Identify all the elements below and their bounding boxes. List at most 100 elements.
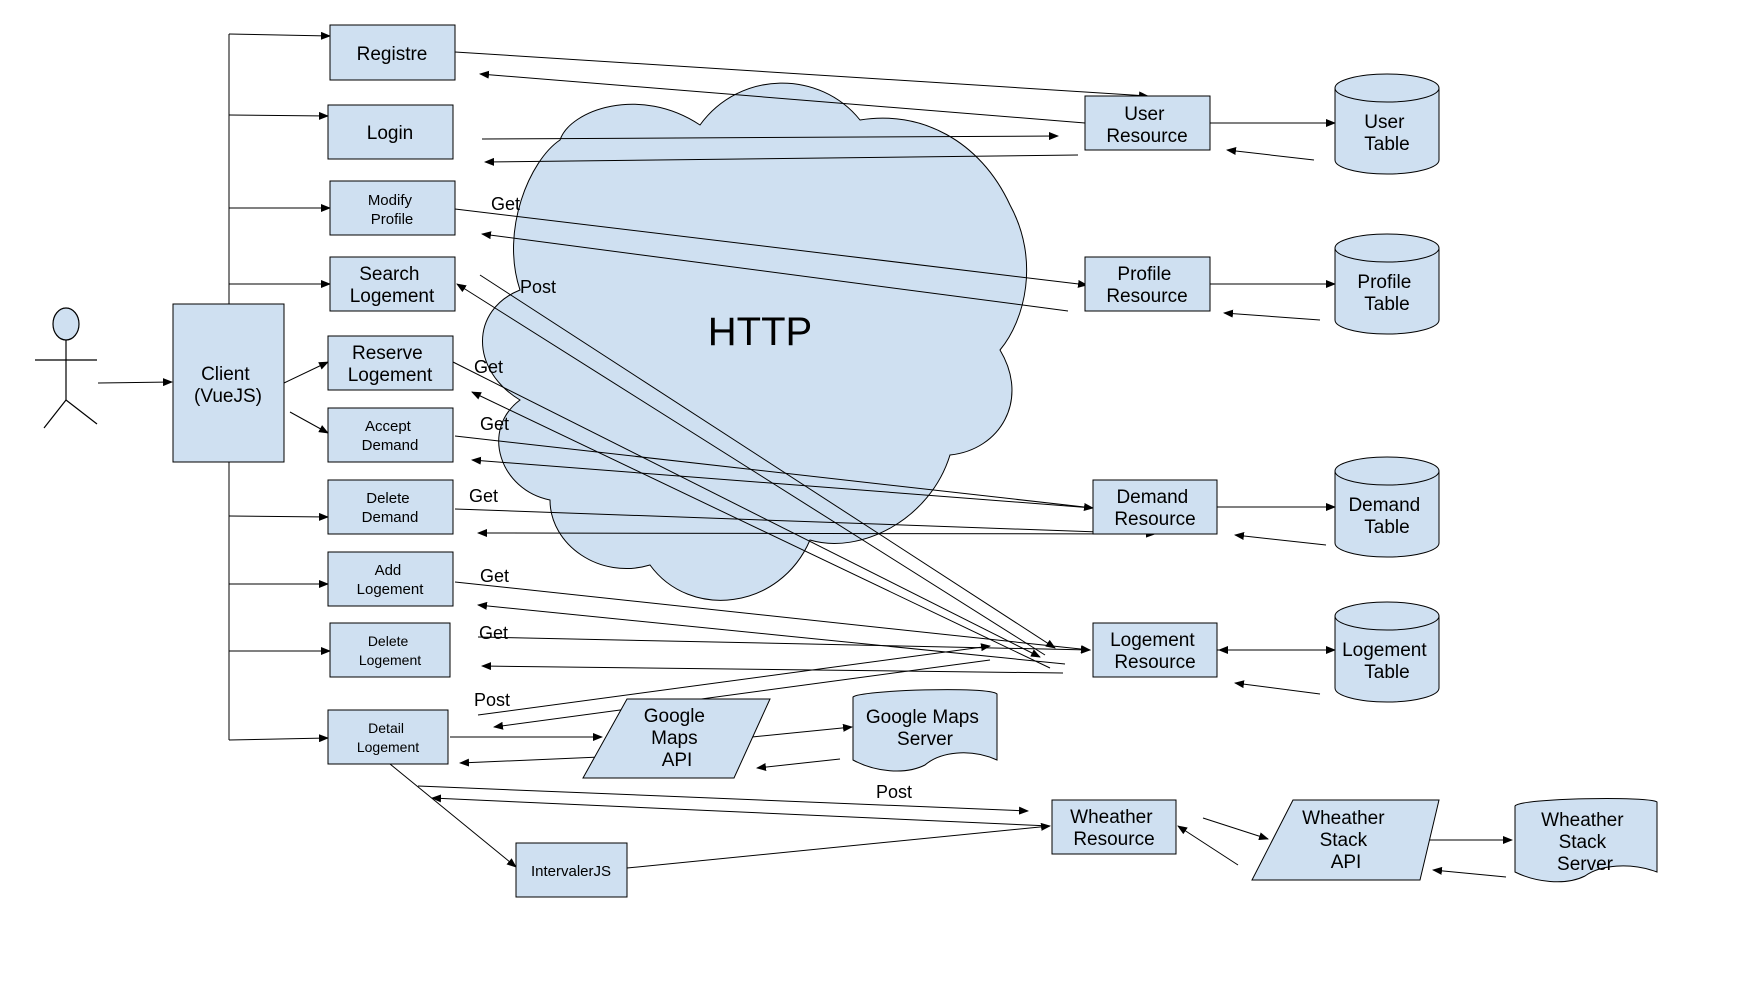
action-label-line: Detail (368, 720, 404, 736)
action-node-modify-profile: Modify Profile (329, 180, 456, 236)
api-label-line: API (662, 750, 693, 771)
api-label-line: Wheather (1302, 808, 1385, 829)
svg-text:Logement Table: Logement Table (1342, 640, 1432, 683)
api-label-line: Stack (1320, 830, 1368, 851)
actor-figure (35, 307, 98, 429)
action-label-line: Modify (368, 192, 413, 209)
action-label-line: Delete (368, 633, 409, 649)
svg-text:Login: Login (367, 123, 414, 144)
action-label-line: Add (375, 562, 402, 579)
action-node-detail-logement: Detail Logement (327, 709, 449, 765)
resource-node-user: User Resource (1084, 95, 1211, 151)
resource-label-line: User (1124, 104, 1165, 125)
action-node-delete-logement: Delete Logement (329, 622, 451, 678)
resource-label-line: Profile (1117, 264, 1171, 285)
resource-node-profile: Profile Resource (1084, 256, 1211, 312)
table-label-line: Table (1364, 294, 1409, 315)
table-label-line: User (1364, 112, 1405, 133)
server-label-line: Server (1557, 854, 1614, 875)
action-label-line: Registre (357, 44, 428, 65)
table-node-profile: Profile Table (1334, 233, 1440, 335)
api-node-weather-stack: Wheather Stack API (1251, 799, 1440, 881)
server-label-line: Wheather (1541, 810, 1624, 831)
intervaljs-node: IntervalerJS (515, 842, 628, 898)
svg-text:Demand Table: Demand Table (1348, 495, 1425, 538)
table-label-line: Table (1364, 517, 1409, 538)
database-icon (1334, 601, 1440, 703)
server-node-google-maps: Google Maps Server (852, 689, 998, 772)
action-label-line: Profile (371, 211, 414, 228)
server-icon (1514, 798, 1658, 883)
svg-text:Demand Resource: Demand Resource (1114, 487, 1195, 530)
table-node-logement: Logement Table (1334, 601, 1440, 703)
resource-label-line: Resource (1114, 509, 1195, 530)
api-label-line: API (1331, 852, 1362, 873)
resource-node-demand: Demand Resource (1092, 479, 1218, 535)
resource-label-line: Resource (1114, 652, 1195, 673)
resource-node-logement: Logement Resource (1092, 622, 1218, 678)
edge-label-weather-post: Post (876, 782, 912, 802)
cloud-label: HTTP (708, 310, 812, 354)
action-label-line: Accept (365, 418, 412, 435)
svg-text:Google Maps Server: Google Maps Server (866, 707, 984, 750)
action-label-line: Delete (366, 490, 409, 507)
edge-label-reserve-get: Get (474, 357, 503, 377)
action-node-reserve-logement: Reserve Logement (327, 335, 454, 391)
action-node-accept-demand: Accept Demand (327, 407, 454, 463)
api-label-line: Maps (651, 728, 697, 749)
svg-text:Delete Demand: Delete Demand (362, 490, 419, 526)
server-label-line: Stack (1559, 832, 1607, 853)
svg-text:Wheather Stack Ser: Wheather Stack Server (1541, 810, 1629, 875)
action-label-line: Logement (350, 286, 435, 307)
action-node-delete-demand: Delete Demand (327, 479, 454, 535)
client-label-line: (VueJS) (194, 386, 262, 407)
edge-label-accept-get: Get (480, 414, 509, 434)
svg-text:Logement Resource: Logement Resource (1110, 630, 1200, 673)
api-node-google-maps: Google Maps API (582, 698, 771, 779)
server-icon (852, 689, 998, 772)
table-node-user: User Table (1334, 73, 1440, 175)
edge-label-delete-demand-get: Get (469, 486, 498, 506)
action-label-line: Reserve (352, 343, 423, 364)
svg-text:Reserve Logement: Reserve Logement (348, 343, 433, 386)
action-label-line: Login (367, 123, 414, 144)
edge-label-detail-post: Post (474, 690, 510, 710)
svg-text:Profile Table: Profile Table (1357, 272, 1416, 315)
svg-text:Add Logement: Add Logement (357, 562, 425, 598)
edge-labels: Get Post Get Get Get Get Get Post Post (469, 194, 912, 802)
resource-label-line: Wheather (1070, 807, 1153, 828)
table-label-line: Logement (1342, 640, 1427, 661)
table-label-line: Table (1364, 662, 1409, 683)
server-label-line: Google Maps (866, 707, 979, 728)
database-icon (1334, 456, 1440, 558)
server-node-weather-stack: Wheather Stack Server (1514, 798, 1658, 883)
svg-text:User Resource: User Resource (1106, 104, 1187, 147)
table-node-demand: Demand Table (1334, 456, 1440, 558)
api-label-line: Google (644, 706, 705, 727)
action-label-line: Logement (357, 581, 425, 598)
action-label-line: Logement (357, 739, 419, 755)
svg-text:Client (VueJS): Client (VueJS) (194, 364, 262, 407)
resource-label-line: Resource (1106, 286, 1187, 307)
svg-text:Modify Profile: Modify Profile (368, 192, 416, 228)
edge-label-delete-logement-get: Get (479, 623, 508, 643)
resource-label-line: Resource (1073, 829, 1154, 850)
resource-node-weather: Wheather Resource (1051, 799, 1177, 855)
edge-label-search-post: Post (520, 277, 556, 297)
server-label-line: Server (897, 729, 954, 750)
svg-text:Detail Logement: Detail Logement (357, 720, 419, 755)
action-label-line: Search (359, 264, 419, 285)
client-label-line: Client (201, 364, 250, 385)
resource-label-line: Demand (1116, 487, 1188, 508)
intervaljs-label: IntervalerJS (531, 863, 611, 880)
table-label-line: Table (1364, 134, 1409, 155)
svg-text:Profile Resource: Profile Resource (1106, 264, 1187, 307)
edge-label-add-logement-get: Get (480, 566, 509, 586)
svg-text:Google Maps API: Google Maps API (644, 706, 711, 771)
action-node-registre: Registre (329, 24, 456, 81)
svg-text:Registre: Registre (357, 44, 428, 65)
svg-text:Wheather Resource: Wheather Resource (1070, 807, 1158, 850)
edge-label-modify-get: Get (491, 194, 520, 214)
resource-label-line: Logement (1110, 630, 1195, 651)
